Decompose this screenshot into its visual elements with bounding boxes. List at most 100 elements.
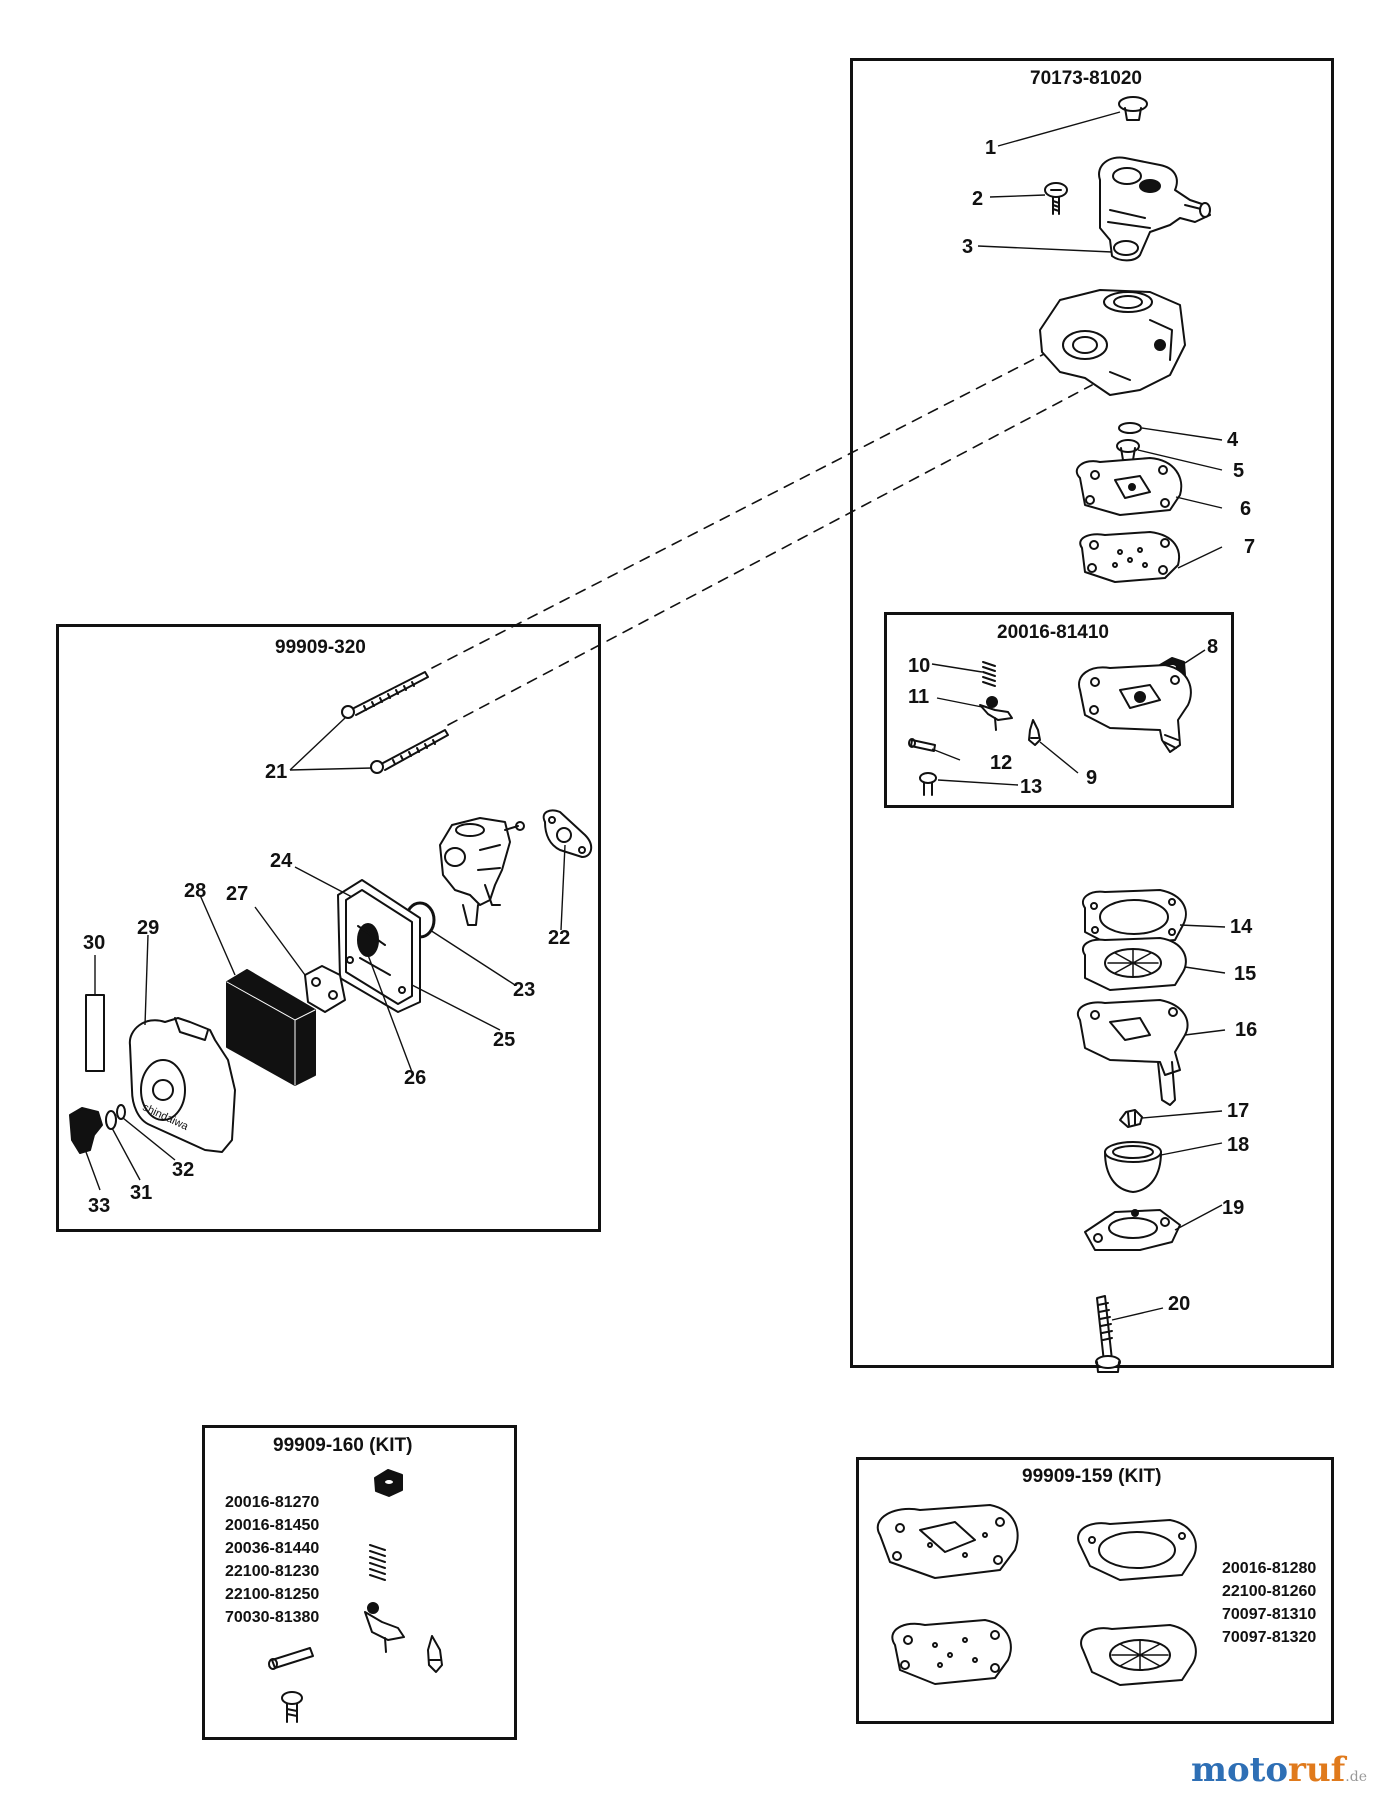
part-31-washer — [105, 1110, 117, 1130]
callout-19: 19 — [1222, 1197, 1245, 1219]
kit159-metering-gasket — [1077, 1519, 1197, 1581]
part-27-bracket — [304, 965, 346, 1013]
part-21-bolts — [341, 671, 449, 774]
callout-11: 11 — [908, 686, 930, 708]
callout-12: 12 — [990, 752, 1013, 774]
part-22-gasket — [542, 809, 593, 858]
callout-26: 26 — [404, 1067, 427, 1089]
kit160-part: 70030-81380 — [225, 1609, 320, 1626]
carburetor-assembly — [439, 817, 525, 926]
aircleaner-group-title: 99909-320 — [275, 637, 366, 658]
kit159-part: 70097-81310 — [1222, 1606, 1317, 1623]
callout-8: 8 — [1207, 636, 1219, 658]
kit160-part: 20016-81270 — [225, 1494, 320, 1511]
kit160-needle — [427, 1635, 443, 1673]
callout-21: 21 — [265, 761, 288, 783]
callout-30: 30 — [83, 932, 106, 954]
kit-160-box — [202, 1425, 517, 1740]
motoruf-watermark: motoruf.de — [1191, 1750, 1367, 1790]
kit160-title: 99909-160 (KIT) — [273, 1435, 413, 1456]
callout-7: 7 — [1244, 536, 1256, 558]
callout-13: 13 — [1020, 776, 1043, 798]
kit159-part: 22100-81260 — [1222, 1583, 1317, 1600]
callout-14: 14 — [1230, 916, 1253, 938]
callout-18: 18 — [1227, 1134, 1250, 1156]
callout-28: 28 — [184, 880, 207, 902]
part-20-long-screw — [1095, 1295, 1121, 1373]
part-32-washer — [116, 1104, 126, 1120]
part-14-gasket — [1082, 889, 1187, 946]
kit160-part: 22100-81230 — [225, 1563, 320, 1580]
alignment-line-upper — [431, 351, 1049, 669]
callout-22: 22 — [548, 927, 571, 949]
part-9-needle — [1028, 719, 1041, 746]
part-5-valve — [1116, 439, 1140, 461]
part-11-lever — [979, 696, 1013, 731]
kit160-nut — [374, 1469, 403, 1497]
kit160-pin — [268, 1647, 314, 1670]
kit160-part-list: 20016-81270 20016-81450 20036-81440 2210… — [225, 1491, 319, 1629]
alignment-line-lower — [447, 384, 1093, 726]
air-cleaner-box — [56, 624, 601, 1232]
part-7-gasket — [1079, 531, 1180, 583]
metering-body — [1078, 664, 1192, 753]
part-10-spring — [982, 661, 996, 687]
part-6-pump-cover — [1075, 457, 1183, 516]
callout-15: 15 — [1234, 963, 1257, 985]
watermark-suffix: .de — [1345, 1769, 1367, 1785]
part-18-primer-bulb — [1104, 1141, 1162, 1193]
kit159-pump-diaphragm — [891, 1619, 1012, 1685]
callout-33: 33 — [88, 1195, 111, 1217]
part-33-knob — [69, 1107, 103, 1154]
part-2-screw — [1044, 182, 1068, 215]
part-28-filter — [226, 969, 316, 1086]
part-29-cover: shindaiwa — [128, 1017, 236, 1153]
kit160-screw — [281, 1691, 303, 1723]
callout-24: 24 — [270, 850, 293, 872]
part-4-washer — [1118, 422, 1142, 434]
callout-1: 1 — [985, 137, 997, 159]
part-1-cap — [1118, 96, 1148, 121]
sub-group-title: 20016-81410 — [997, 622, 1109, 643]
part-3-throttle-body — [1098, 156, 1211, 262]
kit160-lever — [364, 1602, 405, 1653]
part-13-screw — [919, 772, 937, 796]
callout-4: 4 — [1227, 429, 1239, 451]
kit159-part: 20016-81280 — [1222, 1560, 1317, 1577]
part-12-pin — [908, 738, 936, 752]
part-15-diaphragm — [1082, 937, 1187, 991]
callout-25: 25 — [493, 1029, 516, 1051]
watermark-brand-b: ruf — [1288, 1750, 1346, 1790]
callout-20: 20 — [1168, 1293, 1191, 1315]
kit159-part: 70097-81320 — [1222, 1629, 1317, 1646]
callout-32: 32 — [172, 1159, 195, 1181]
callout-10: 10 — [908, 655, 931, 677]
callout-23: 23 — [513, 979, 536, 1001]
kit159-metering-diaphragm — [1080, 1624, 1197, 1686]
carburetor-body — [1039, 289, 1186, 396]
kit159-part-list: 20016-81280 22100-81260 70097-81310 7009… — [1222, 1557, 1316, 1649]
callout-27: 27 — [226, 883, 249, 905]
part-17-valve — [1119, 1109, 1143, 1128]
part-16-metering-body — [1077, 999, 1189, 1106]
callout-17: 17 — [1227, 1100, 1250, 1122]
callout-2: 2 — [972, 188, 984, 210]
callout-5: 5 — [1233, 460, 1245, 482]
kit160-spring — [369, 1544, 386, 1581]
kit160-part: 20016-81450 — [225, 1517, 320, 1534]
kit160-part: 22100-81250 — [225, 1586, 320, 1603]
callout-16: 16 — [1235, 1019, 1258, 1041]
part-30-label — [85, 994, 105, 1072]
kit159-pump-gasket — [876, 1504, 1019, 1579]
main-group-title: 70173-81020 — [1030, 68, 1142, 89]
kit159-title: 99909-159 (KIT) — [1022, 1466, 1162, 1487]
callout-9: 9 — [1086, 767, 1098, 789]
callout-31: 31 — [130, 1182, 153, 1204]
callout-6: 6 — [1240, 498, 1252, 520]
part-19-retainer — [1084, 1209, 1181, 1251]
kit160-part: 20036-81440 — [225, 1540, 320, 1557]
callout-3: 3 — [962, 236, 974, 258]
part-24-case-back — [337, 879, 421, 1013]
watermark-brand-a: moto — [1190, 1750, 1289, 1790]
